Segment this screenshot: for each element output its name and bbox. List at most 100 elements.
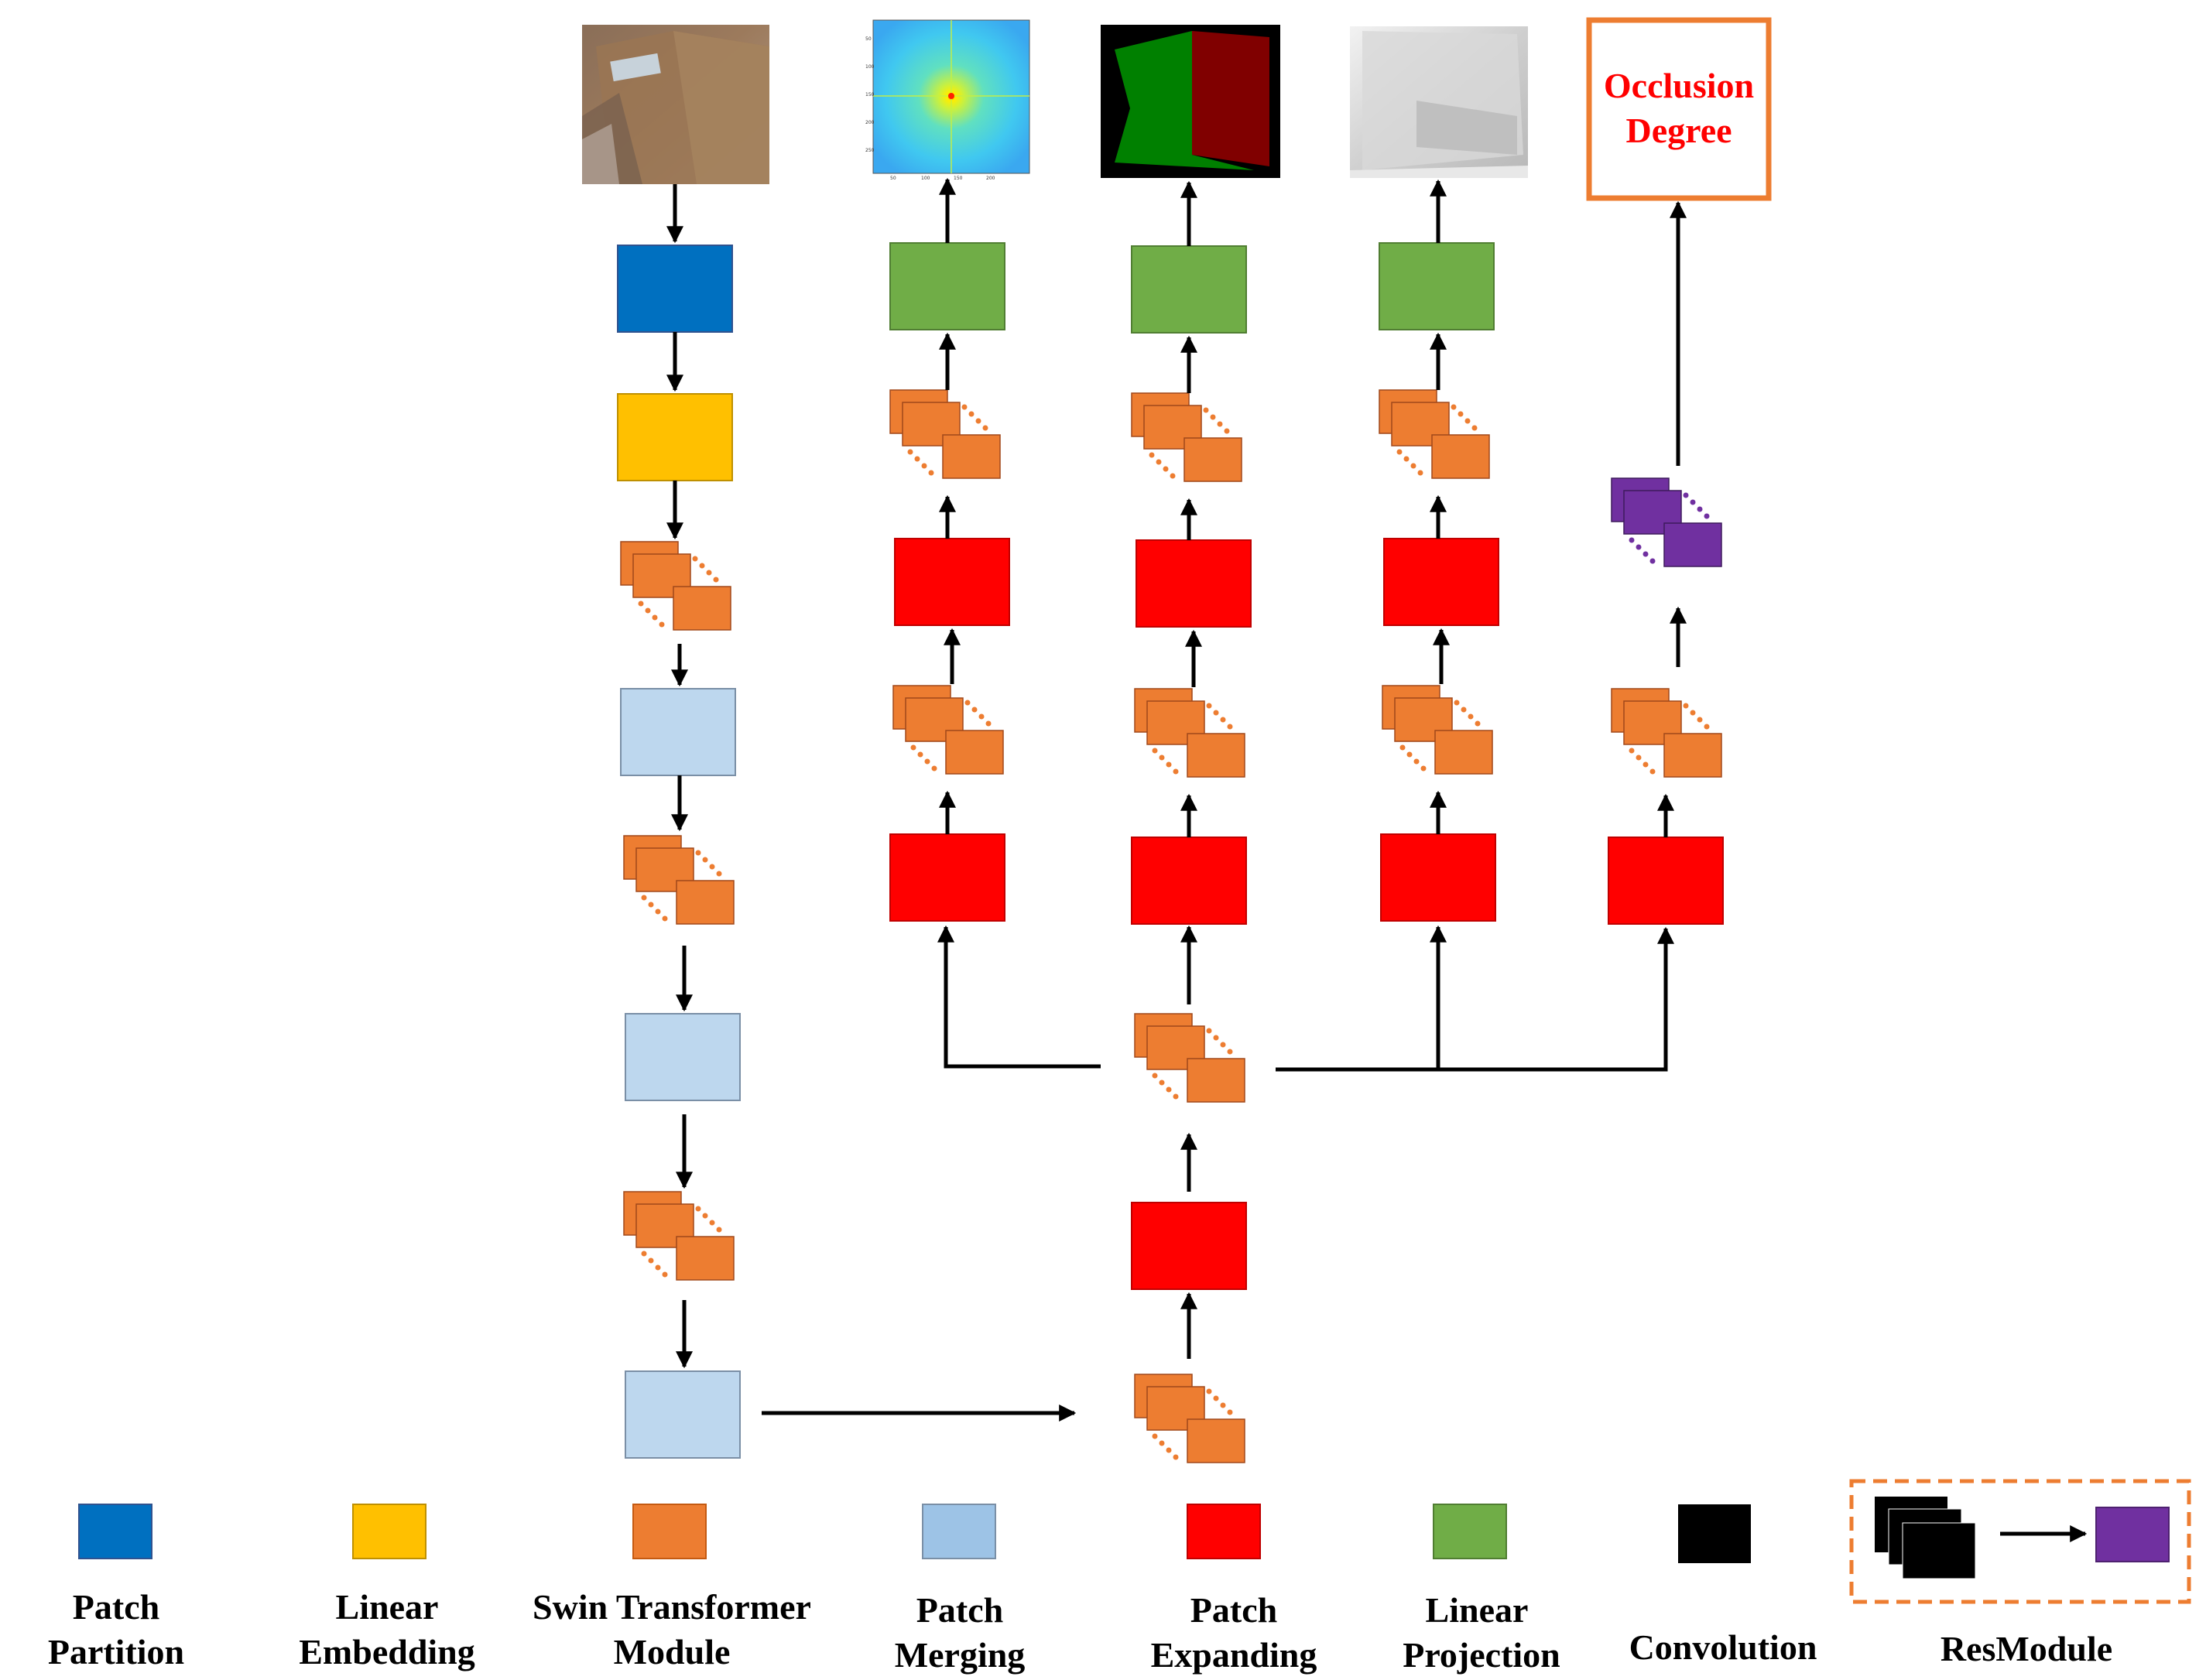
stack-sheet	[1187, 733, 1245, 778]
stack-dot	[1206, 703, 1212, 709]
legend-resmodule-conv-stack	[1875, 1497, 1976, 1579]
svg-text:200: 200	[865, 120, 875, 125]
stack-sheet	[676, 1236, 735, 1281]
stack-dot	[641, 1251, 647, 1257]
legend-swatch-resmodule	[2095, 1507, 2170, 1562]
legend-label-patch-merging-2: Merging	[895, 1635, 1026, 1675]
stack-dot	[1468, 713, 1474, 720]
stack-dot	[1697, 717, 1703, 723]
swin-block	[1134, 688, 1245, 778]
stack-dot	[1152, 1433, 1158, 1439]
decoder-arrows	[939, 177, 1687, 837]
patch-expanding-block	[1608, 837, 1724, 925]
stack-dot	[695, 1206, 701, 1212]
svg-text:200: 200	[986, 176, 995, 181]
legend-swatch-convolution	[1678, 1504, 1751, 1563]
stack-dot	[928, 470, 934, 476]
stack-dot	[1471, 425, 1478, 431]
legend-label-patch-partition-1: Patch	[73, 1587, 159, 1627]
stack-dot	[1203, 407, 1209, 413]
stack-dot	[1152, 1073, 1158, 1079]
swin-block	[1134, 1374, 1245, 1463]
stack-dot	[1649, 558, 1656, 564]
stack-dot	[709, 1220, 715, 1226]
stack-dot	[968, 411, 975, 417]
fft-spectrum-image: 50 100 150 200 250 50 100 150 200	[865, 19, 1030, 181]
stack-dot	[1220, 1042, 1226, 1048]
linear-projection-block	[1131, 245, 1247, 334]
stack-dot	[1220, 717, 1226, 723]
stack-dot	[655, 908, 661, 915]
stack-dot	[1458, 411, 1464, 417]
stack-dot	[1649, 768, 1656, 775]
stack-sheet	[673, 586, 731, 631]
stack-dot	[1475, 720, 1481, 727]
stack-dot	[1149, 452, 1155, 458]
legend-label-resmodule: ResModule	[1941, 1629, 2112, 1668]
legend-resmodule-frame	[1849, 1479, 2191, 1604]
legend: Patch Partition Linear Embedding Swin Tr…	[48, 1479, 2191, 1675]
stack-dot	[1643, 551, 1649, 557]
stack-dot	[975, 418, 981, 424]
stack-sheet	[945, 730, 1004, 775]
stack-dot	[1217, 421, 1223, 427]
stack-dot	[1206, 1028, 1212, 1034]
legend-label-swin-transformer-2: Module	[614, 1632, 731, 1671]
stack-sheet	[1183, 437, 1242, 482]
legend-label-convolution: Convolution	[1629, 1627, 1817, 1667]
stack-dot	[641, 895, 647, 901]
legend-swatch-patch-merging	[922, 1504, 996, 1559]
stack-dot	[1163, 466, 1169, 472]
patch-expanding-block	[1383, 538, 1499, 626]
stack-dot	[1636, 544, 1642, 550]
stack-sheet	[676, 880, 735, 925]
stack-sheet	[1663, 522, 1722, 567]
stack-dot	[1227, 724, 1233, 730]
stack-dot	[1152, 748, 1158, 754]
patch-expanding-block	[1131, 837, 1247, 925]
stack-dot	[985, 720, 992, 727]
stack-sheet	[1187, 1418, 1245, 1463]
stack-dot	[648, 1257, 654, 1264]
stack-dot	[971, 707, 978, 713]
stack-dot	[638, 600, 644, 607]
patch-expanding-block	[1380, 833, 1496, 922]
stack-dot	[1683, 492, 1689, 498]
stack-dot	[1704, 724, 1710, 730]
stack-dot	[1420, 765, 1427, 772]
stack-dot	[706, 570, 712, 576]
linear-embedding-block	[617, 393, 733, 481]
svg-text:100: 100	[921, 176, 930, 181]
stack-dot	[1166, 761, 1172, 768]
occlusion-label-line1: Occlusion	[1604, 66, 1754, 105]
svg-text:50: 50	[865, 36, 872, 42]
swin-block	[1611, 688, 1722, 778]
legend-label-patch-merging-1: Patch	[916, 1590, 1003, 1630]
stack-dot	[1156, 459, 1162, 465]
stack-dot	[921, 463, 927, 469]
stack-dot	[1461, 707, 1467, 713]
stack-dot	[652, 614, 658, 621]
stack-dot	[964, 700, 971, 706]
stack-dot	[917, 751, 923, 758]
stack-dot	[1399, 744, 1406, 751]
patch-expanding-block	[1136, 539, 1252, 628]
legend-label-patch-partition-2: Partition	[48, 1632, 184, 1671]
occlusion-label-line2: Degree	[1625, 111, 1732, 150]
swin-block	[623, 1191, 735, 1281]
stack-dot	[1643, 761, 1649, 768]
stack-dot	[713, 577, 719, 583]
stack-dot	[1413, 758, 1420, 765]
stack-dot	[910, 744, 916, 751]
stack-dot	[1170, 473, 1176, 479]
stack-dot	[645, 607, 651, 614]
stack-dot	[982, 425, 988, 431]
stack-dot	[655, 1264, 661, 1271]
stack-dot	[1224, 428, 1230, 434]
stack-dot	[1403, 456, 1410, 462]
stack-sheet	[635, 1203, 694, 1248]
stack-dot	[1213, 1035, 1219, 1041]
encoder-arrows	[666, 184, 1077, 1422]
swin-block	[1379, 389, 1490, 479]
